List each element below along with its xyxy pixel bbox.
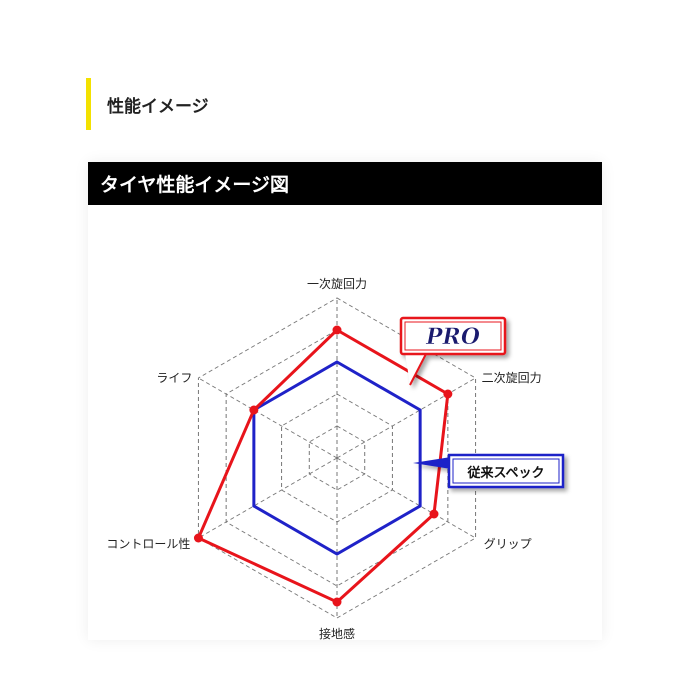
axis-label: グリップ	[484, 537, 532, 551]
grid-spoke	[198, 457, 338, 539]
pro-series-point	[249, 405, 259, 415]
pro-callout	[399, 316, 507, 386]
chart-panel: タイヤ性能イメージ図	[88, 162, 602, 640]
pro-series-point	[332, 597, 342, 607]
panel-title-text: タイヤ性能イメージ図	[100, 174, 290, 196]
axis-label: 二次旋回力	[482, 371, 542, 385]
grid-spoke	[198, 377, 338, 459]
pro-series-point	[193, 533, 203, 543]
section-heading-text: 性能イメージ	[107, 96, 209, 117]
grid-ring	[197, 297, 477, 619]
grid-spoke	[336, 377, 476, 459]
pro-series-point	[332, 325, 342, 335]
standard-callout	[413, 453, 565, 489]
section-heading: 性能イメージ	[86, 78, 209, 130]
radar-series	[193, 325, 453, 607]
axis-label: コントロール性	[106, 537, 190, 551]
panel-title: タイヤ性能イメージ図	[88, 162, 602, 205]
pro-callout-label: PRO	[425, 324, 480, 350]
axis-label: ライフ	[156, 371, 192, 385]
standard-callout-label: 従来スペック	[466, 465, 544, 481]
pro-series-point	[443, 389, 453, 399]
axis-label: 接地感	[319, 626, 355, 641]
axis-label: 一次旋回力	[307, 277, 367, 291]
grid-spoke	[336, 457, 476, 539]
pro-series-point	[429, 509, 439, 519]
